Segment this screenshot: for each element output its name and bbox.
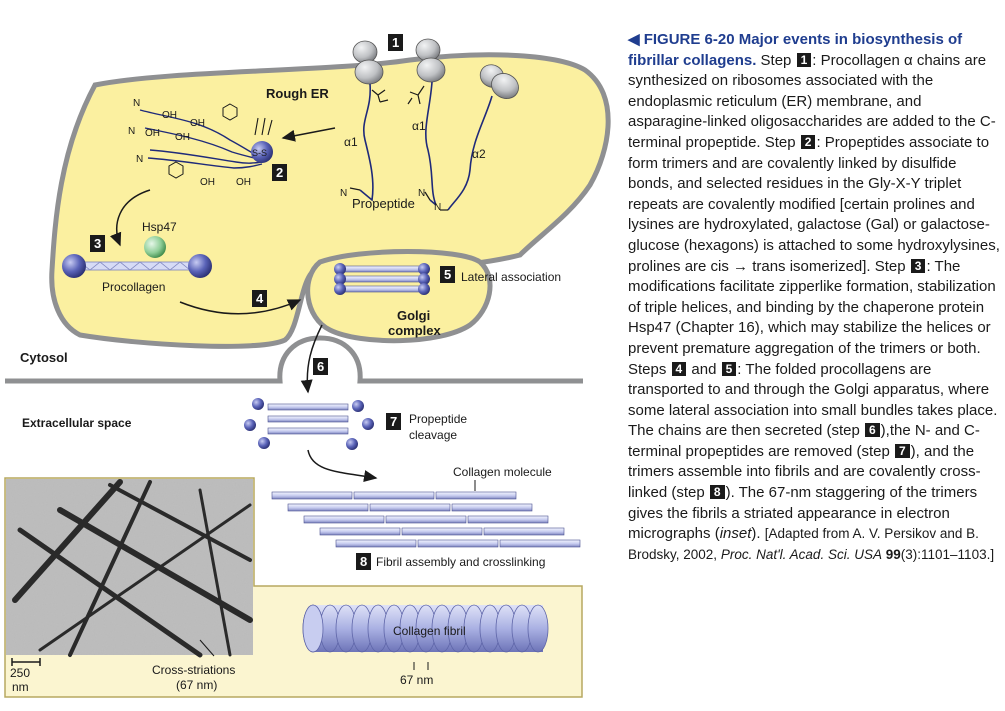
- svg-text:5: 5: [444, 267, 451, 282]
- caption-step-7: 7: [894, 443, 910, 458]
- propeptide-ball: [188, 254, 212, 278]
- oh-label: OH: [236, 177, 251, 188]
- step-box-5: 5: [440, 266, 455, 283]
- golgi-label: complex: [388, 323, 442, 338]
- caption-step-3: 3: [910, 258, 926, 273]
- step-box-2: 2: [272, 164, 287, 181]
- figure-caption: ◀ FIGURE 6-20 Major events in biosynthes…: [628, 31, 1000, 562]
- scale-nm-label: nm: [12, 680, 29, 694]
- scale-67nm-label: 67 nm: [400, 673, 433, 687]
- step-box-6: 6: [313, 358, 328, 375]
- propeptide-ball: [62, 254, 86, 278]
- scale-250-label: 250: [10, 666, 30, 680]
- step-box-3: 3: [90, 235, 105, 252]
- disulfide-propeptide-ball: [251, 141, 273, 163]
- lateral-bundle: [334, 263, 430, 295]
- oh-label: OH: [190, 118, 205, 129]
- ribosome-group: [352, 38, 519, 99]
- oh-label: OH: [175, 132, 190, 143]
- step-box-1: 1: [388, 34, 403, 51]
- rough-er-label: Rough ER: [266, 86, 329, 101]
- n-label: N: [418, 188, 425, 199]
- step-box-7: 7: [386, 413, 401, 430]
- svg-text:2: 2: [276, 165, 283, 180]
- svg-text:1: 1: [392, 35, 399, 50]
- svg-text:6: 6: [317, 359, 324, 374]
- extracellular-label: Extracellular space: [22, 416, 132, 430]
- electron-micrograph: [6, 479, 253, 658]
- cleaved-trimer-bundle: [244, 398, 374, 450]
- step-box-4: 4: [252, 290, 267, 307]
- hsp47-label: Hsp47: [142, 220, 177, 234]
- caption-step-5: 5: [721, 361, 737, 376]
- caption-step-4: 4: [671, 361, 687, 376]
- n-label: N: [434, 202, 441, 213]
- hsp47-chaperone: [144, 236, 166, 258]
- alpha1-label: α1: [412, 119, 426, 133]
- collagen-fibril: [302, 604, 549, 653]
- collagen-molecule-label: Collagen molecule: [453, 465, 552, 479]
- staggered-collagen-molecules: [271, 491, 581, 548]
- oh-label: OH: [162, 110, 177, 121]
- fibril-assembly-label: Fibril assembly and crosslinking: [376, 555, 545, 569]
- step-box-8: 8: [356, 553, 371, 570]
- collagen-fibril-label: Collagen fibril: [393, 624, 466, 638]
- collagen-biosynthesis-diagram: S-S OH OH OH OH OH OH N N N Rough ER α1 …: [4, 34, 611, 698]
- cross-striations-label: Cross-striations: [152, 663, 235, 677]
- caption-step-6: 6: [864, 423, 880, 438]
- caption-citation: [Adapted from A. V. Persikov and B. Brod…: [628, 526, 995, 562]
- oligosaccharide-branches: [371, 85, 425, 105]
- propeptide-cleavage-label: cleavage: [409, 428, 457, 442]
- alpha2-label: α2: [472, 147, 486, 161]
- caption-step-2: 2: [800, 134, 816, 149]
- figure-label: FIGURE 6-20: [643, 31, 735, 48]
- caption-arrow-icon: ◀: [628, 31, 640, 48]
- cross-striations-label: (67 nm): [176, 678, 217, 692]
- propeptide-cleavage-label: Propeptide: [409, 412, 467, 426]
- plasma-membrane: [5, 335, 583, 384]
- caption-step-8: 8: [709, 485, 725, 500]
- n-label: N: [136, 154, 143, 165]
- cytosol-label: Cytosol: [20, 350, 68, 365]
- hexagon-sugars: [168, 103, 238, 179]
- caption-step-1: 1: [796, 52, 812, 67]
- oh-label: OH: [200, 177, 215, 188]
- n-label: N: [340, 188, 347, 199]
- step2-arrow: [281, 127, 336, 142]
- figure-title: Major events in biosynthesis of fibrilla…: [628, 31, 963, 69]
- oh-label: OH: [145, 128, 160, 139]
- lateral-association-label: Lateral association: [461, 270, 561, 284]
- propeptide-ends: [349, 187, 448, 211]
- golgi-label: Golgi: [397, 308, 430, 323]
- ss-label: S-S: [252, 148, 267, 158]
- procollagen-alpha-chains: [359, 81, 493, 211]
- svg-text:7: 7: [390, 414, 397, 429]
- svg-text:4: 4: [256, 291, 264, 306]
- svg-text:8: 8: [360, 554, 367, 569]
- n-label: N: [128, 126, 135, 137]
- propeptide-label: Propeptide: [352, 196, 415, 211]
- procollagen-label: Procollagen: [102, 280, 165, 294]
- svg-text:3: 3: [94, 236, 101, 251]
- alpha1-label: α1: [344, 135, 358, 149]
- n-label: N: [133, 98, 140, 109]
